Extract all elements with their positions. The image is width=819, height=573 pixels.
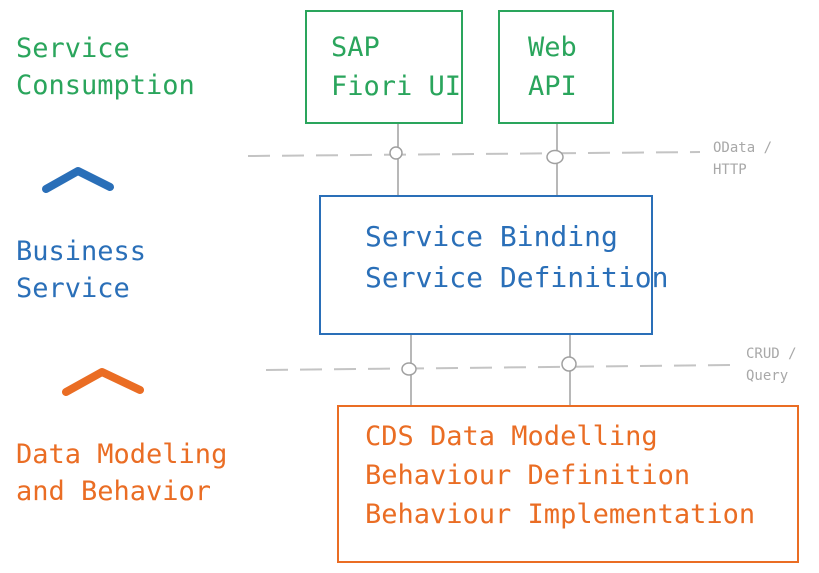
webapi-interface-circle [546, 149, 564, 165]
cds-line2: Behaviour Definition [365, 460, 691, 492]
fiori-ui-line2: Fiori UI [331, 71, 462, 103]
cds-data-box: CDS Data Modelling Behaviour Definition … [337, 405, 799, 563]
chevron-up-icon [42, 167, 114, 193]
consumption-label-line2: Consumption [16, 70, 195, 102]
chevron-up-icon [62, 368, 144, 396]
crud-left-interface-circle [401, 362, 417, 376]
service-binding-line2: Service Definition [365, 260, 669, 294]
web-api-line1: Web [528, 32, 577, 63]
service-binding-line1: Service Binding [365, 220, 618, 253]
odata-note-line1: OData / [713, 140, 773, 156]
service-binding-box: Service Binding Service Definition [319, 195, 668, 335]
data-layer-label: Data Modeling and Behavior [16, 436, 227, 511]
data-label-line1: Data Modeling [16, 439, 228, 470]
business-label-line2: Service [16, 273, 130, 305]
web-api-line2: API [528, 71, 577, 103]
cds-line1: CDS Data Modelling [365, 421, 658, 452]
odata-http-note: OData / HTTP [713, 138, 772, 181]
web-api-box: Web API [498, 10, 614, 124]
business-layer-label: Business Service [16, 233, 146, 308]
fiori-ui-text: SAP Fiori UI [331, 28, 461, 106]
cds-data-text: CDS Data Modelling Behaviour Definition … [365, 417, 755, 534]
data-label-line2: and Behavior [16, 476, 212, 508]
service-binding-text: Service Binding Service Definition [365, 217, 668, 298]
fiori-ui-box: SAP Fiori UI [305, 10, 463, 124]
web-api-text: Web API [528, 28, 577, 106]
crud-note-line1: CRUD / [746, 346, 797, 362]
business-label-line1: Business [16, 236, 147, 267]
consumption-layer-label: Service Consumption [16, 30, 195, 105]
fiori-interface-circle [389, 146, 403, 160]
odata-boundary-line [247, 151, 701, 157]
crud-note-line2: Query [746, 367, 789, 384]
crud-right-interface-circle [561, 356, 577, 372]
crud-boundary-line [265, 364, 736, 371]
consumption-label-line1: Service [16, 33, 130, 64]
odata-note-line2: HTTP [713, 161, 747, 178]
fiori-ui-line1: SAP [331, 32, 380, 63]
crud-query-note: CRUD / Query [746, 344, 797, 387]
cds-line3: Behaviour Implementation [365, 499, 756, 531]
